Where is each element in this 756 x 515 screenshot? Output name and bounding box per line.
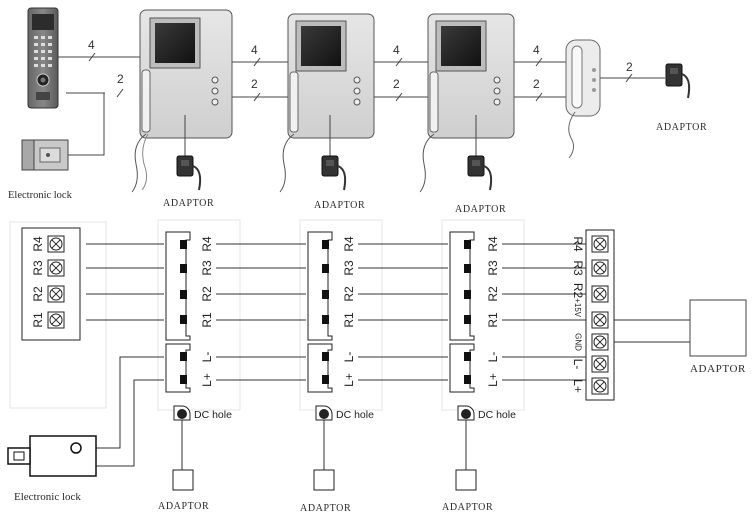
monitor2-terminal-r3: R3 — [342, 260, 356, 276]
wire-count-2: 2 — [117, 72, 124, 86]
dc-hole-2 — [315, 405, 333, 421]
intercom-handset-icon — [565, 39, 601, 159]
adaptor-label: ADAPTOR — [455, 204, 506, 215]
adaptor-plug-icon — [176, 155, 202, 191]
wire-count-2: 2 — [533, 77, 540, 91]
outdoor-terminal-r4: R4 — [31, 236, 45, 252]
adaptor-label: ADAPTOR — [314, 200, 365, 211]
monitor3-terminal-r4: R4 — [486, 236, 500, 252]
adaptor-label: ADAPTOR — [163, 198, 214, 209]
wire-count-2: 2 — [251, 77, 258, 91]
monitor2-terminal-r1: R1 — [342, 312, 356, 328]
monitor2-terminal-l-minus: L- — [342, 352, 356, 363]
dc-hole-3 — [457, 405, 475, 421]
wire-count-2: 2 — [626, 60, 633, 74]
wire-count-4: 4 — [88, 38, 95, 52]
block-terminal-r3: R3 — [571, 260, 585, 276]
adaptor-plug-icon — [665, 63, 691, 99]
outdoor-terminal-r1: R1 — [31, 312, 45, 328]
adaptor-label: ADAPTOR — [158, 501, 209, 512]
indoor-monitor-2-icon — [279, 13, 375, 193]
wire-count-4: 4 — [393, 43, 400, 57]
outdoor-terminal-r3: R3 — [31, 260, 45, 276]
adaptor-label: ADAPTOR — [300, 503, 351, 514]
adaptor-plug-icon — [321, 155, 347, 191]
block-terminal-r4: R4 — [571, 236, 585, 252]
monitor3-terminal-r1: R1 — [486, 312, 500, 328]
adaptor-box — [172, 469, 194, 491]
block-terminal-r2: R2 — [571, 283, 585, 299]
monitor2-terminal-r2: R2 — [342, 286, 356, 302]
block-terminal-gnd: GND — [574, 333, 583, 351]
monitor-connector-2 — [307, 231, 333, 393]
monitor3-terminal-l-plus: L+ — [486, 373, 500, 387]
adaptor-label: ADAPTOR — [690, 363, 746, 375]
wire-count-4: 4 — [251, 43, 258, 57]
door-station-icon — [27, 7, 59, 109]
monitor3-terminal-r2: R2 — [486, 286, 500, 302]
block-terminal-l-plus: L+ — [571, 379, 585, 393]
monitor-connector-3 — [449, 231, 475, 393]
wire-count-2: 2 — [393, 77, 400, 91]
monitor3-terminal-r3: R3 — [486, 260, 500, 276]
indoor-monitor-3-icon — [419, 13, 515, 193]
adaptor-label: ADAPTOR — [656, 122, 707, 133]
dc-hole-label: DC hole — [478, 409, 516, 421]
outdoor-terminal-r2: R2 — [31, 286, 45, 302]
electronic-lock-symbol — [7, 435, 97, 477]
adaptor-plug-icon — [467, 155, 493, 191]
right-terminal-block — [585, 229, 615, 401]
monitor3-terminal-l-minus: L- — [486, 352, 500, 363]
monitor1-terminal-r2: R2 — [200, 286, 214, 302]
electronic-lock-label: Electronic lock — [8, 190, 73, 201]
adaptor-box — [313, 469, 335, 491]
module-outlines — [9, 219, 525, 411]
bus-wires — [86, 243, 690, 470]
block-terminal-15v: +15V — [574, 298, 583, 318]
electronic-lock-label: Electronic lock — [14, 491, 81, 503]
dc-hole-label: DC hole — [336, 409, 374, 421]
monitor-connector-1 — [165, 231, 191, 393]
monitor2-terminal-l-plus: L+ — [342, 373, 356, 387]
block-terminal-l-minus: L- — [571, 359, 585, 370]
dc-hole-label: DC hole — [194, 409, 232, 421]
monitor1-terminal-l-minus: L- — [200, 352, 214, 363]
monitor1-terminal-r3: R3 — [200, 260, 214, 276]
wire-count-4: 4 — [533, 43, 540, 57]
adaptor-box — [689, 299, 747, 357]
wire-slash-marks — [88, 52, 633, 102]
adaptor-label: ADAPTOR — [442, 502, 493, 513]
outdoor-terminal-block — [21, 227, 81, 341]
monitor1-terminal-r1: R1 — [200, 312, 214, 328]
indoor-monitor-1-icon — [131, 9, 233, 193]
monitor2-terminal-r4: R4 — [342, 236, 356, 252]
monitor1-terminal-r4: R4 — [200, 236, 214, 252]
block-terminal-r2-15v: R2+15V — [571, 283, 585, 318]
adaptor-box — [455, 469, 477, 491]
monitor1-terminal-l-plus: L+ — [200, 373, 214, 387]
electronic-lock-icon — [21, 139, 69, 171]
dc-hole-1 — [173, 405, 191, 421]
